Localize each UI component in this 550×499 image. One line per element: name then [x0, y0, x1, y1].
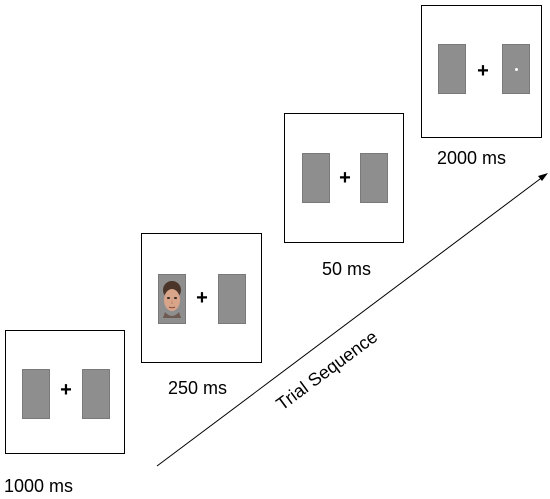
right-placeholder-box	[360, 153, 388, 203]
trial-frame-3: +	[284, 113, 404, 243]
left-placeholder-box	[302, 153, 330, 203]
fixation-cross: +	[477, 60, 489, 82]
fixation-cross: +	[339, 167, 351, 189]
left-placeholder-box	[22, 369, 50, 419]
right-placeholder-box	[218, 274, 246, 324]
right-probe-box	[502, 44, 530, 94]
left-placeholder-box	[438, 44, 466, 94]
arrow-head-icon	[538, 173, 548, 181]
trial-duration-4: 2000 ms	[437, 148, 507, 168]
face-stimulus-icon	[163, 281, 181, 318]
fixation-cross: +	[196, 287, 208, 309]
trial-frame-4: +	[421, 5, 542, 138]
trial-frame-2: +	[141, 233, 262, 363]
right-placeholder-box	[82, 369, 110, 419]
trial-frame-1: +	[5, 330, 125, 454]
trial-duration-2: 250 ms	[168, 378, 228, 398]
trial-duration-1: 1000 ms	[4, 476, 74, 496]
left-face-box	[158, 274, 186, 324]
trial-duration-3: 50 ms	[322, 259, 372, 279]
probe-dot-icon	[515, 68, 518, 71]
fixation-cross: +	[60, 379, 72, 401]
